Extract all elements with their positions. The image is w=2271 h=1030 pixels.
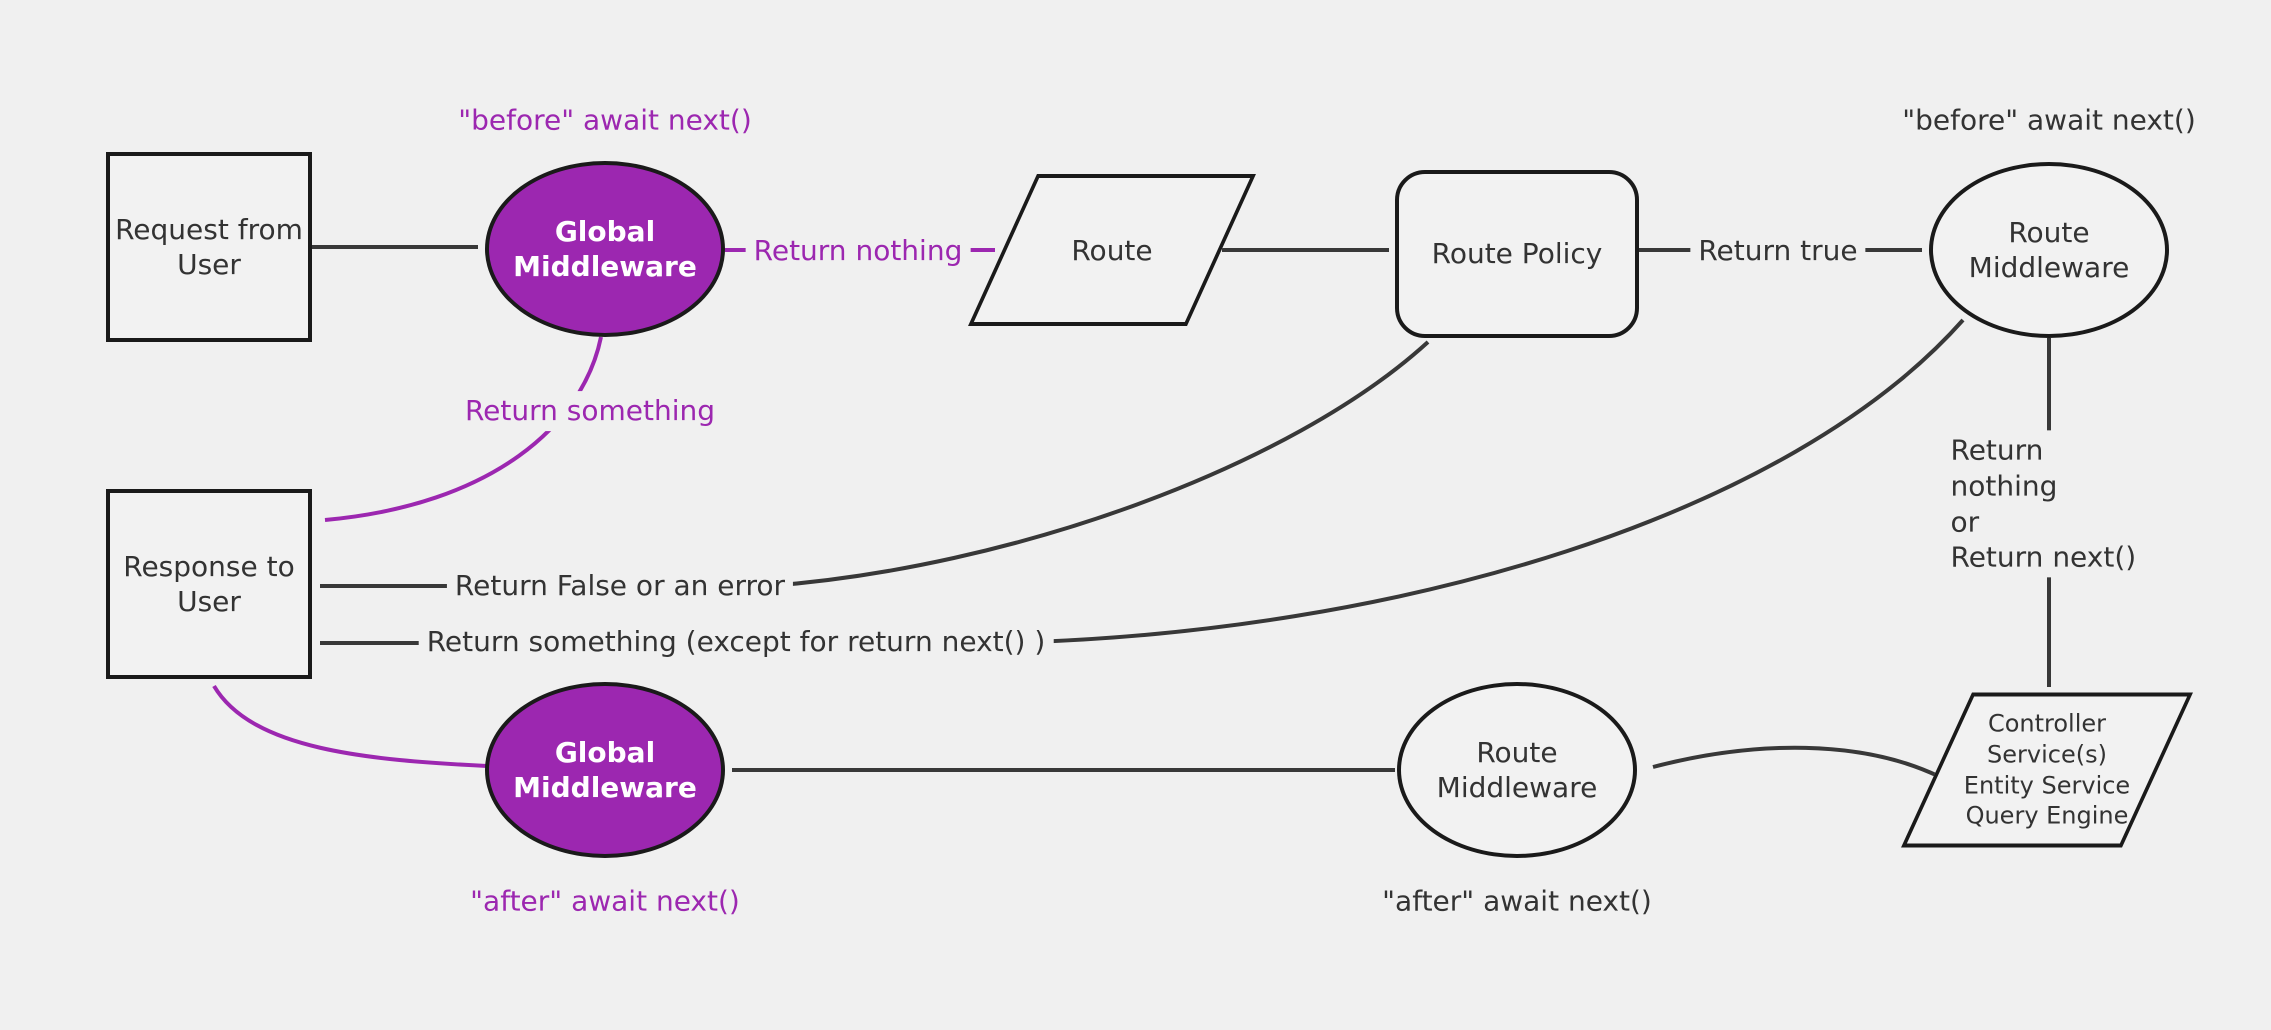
node-controller-stack: Controller Service(s) Entity Service Que… xyxy=(1901,692,2193,848)
node-global-middleware-bottom: Global Middleware xyxy=(485,682,725,858)
node-route-middleware-bottom-label: Route Middleware xyxy=(1436,735,1598,804)
node-global-middleware-top: Global Middleware xyxy=(485,161,725,337)
edge-label-return-something: Return something xyxy=(456,391,724,431)
node-global-middleware-bottom-label: Global Middleware xyxy=(513,735,697,804)
edge-label-return-true: Return true xyxy=(1690,231,1866,271)
edge-global-middleware-top-to-response xyxy=(324,336,603,522)
node-route: Route xyxy=(968,174,1256,326)
node-response-to-user: Response to User xyxy=(106,489,312,679)
node-global-middleware-top-label: Global Middleware xyxy=(513,214,697,283)
node-route-middleware-bottom: Route Middleware xyxy=(1397,682,1637,858)
node-route-middleware-top: Route Middleware xyxy=(1929,162,2169,338)
edge-route-policy-to-response-curve xyxy=(767,340,1430,588)
annotation-after-await-global: "after" await next() xyxy=(470,884,740,918)
node-route-label: Route xyxy=(1071,233,1153,267)
edge-label-return-something-except: Return something (except for return next… xyxy=(418,622,1054,662)
node-route-policy-label: Route Policy xyxy=(1431,237,1603,271)
node-request-from-user-label: Request from User xyxy=(115,212,303,281)
node-controller-stack-label: Controller Service(s) Entity Service Que… xyxy=(1963,709,2131,830)
node-response-to-user-label: Response to User xyxy=(123,549,295,618)
edge-label-return-nothing: Return nothing xyxy=(745,231,971,271)
node-route-middleware-top-label: Route Middleware xyxy=(1968,215,2130,284)
annotation-after-await-route: "after" await next() xyxy=(1382,884,1652,918)
annotation-before-await-global: "before" await next() xyxy=(458,103,752,137)
node-request-from-user: Request from User xyxy=(106,152,312,342)
edge-label-return-false-or-error: Return False or an error xyxy=(446,566,794,606)
edge-controller-to-route-middleware-bottom xyxy=(1652,745,1939,778)
node-route-policy: Route Policy xyxy=(1395,170,1639,338)
edge-label-return-nothing-or-next: Return nothing or Return next() xyxy=(1942,430,2162,578)
edge-global-middleware-bottom-to-response xyxy=(212,684,488,768)
annotation-before-await-route: "before" await next() xyxy=(1902,103,2196,137)
edge-route-middleware-to-response-curve xyxy=(999,318,1965,645)
